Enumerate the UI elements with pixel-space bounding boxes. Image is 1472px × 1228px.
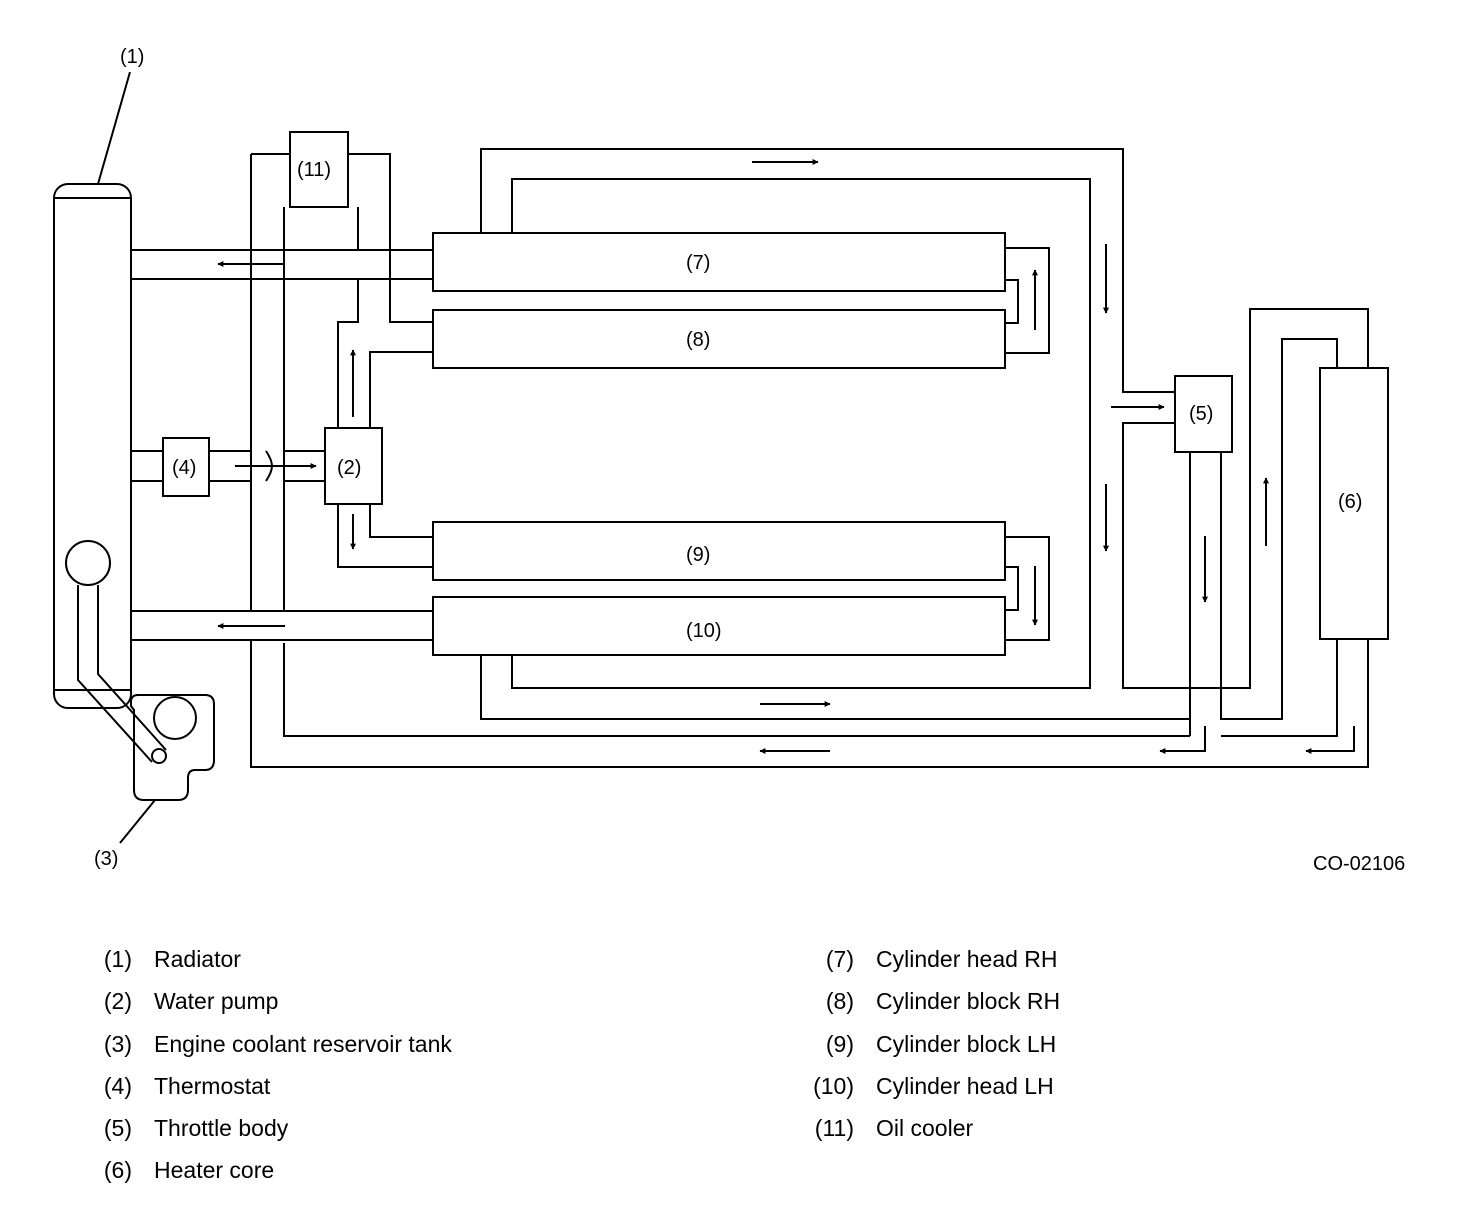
- legend-item: (3) Engine coolant reservoir tank: [98, 1023, 452, 1065]
- legend-label: Engine coolant reservoir tank: [154, 1030, 452, 1057]
- cylinder-block-rh: [432, 309, 1006, 369]
- legend-item: (5) Throttle body: [98, 1107, 452, 1149]
- legend-label: Oil cooler: [876, 1115, 974, 1142]
- oil-cooler: [289, 131, 349, 208]
- legend-number: (6): [103, 1157, 132, 1184]
- legend-item: (10) Cylinder head LH: [800, 1065, 1060, 1107]
- callout-thermostat: (4): [172, 457, 196, 479]
- throttle-body: [1174, 375, 1233, 453]
- legend-number: (7): [825, 946, 854, 972]
- legend-right-column: (7)Cylinder head RH(8)Cylinder block RH(…: [800, 938, 1060, 1149]
- legend-item: (8) Cylinder block RH: [800, 980, 1060, 1022]
- cylinder-head-lh: [432, 596, 1006, 656]
- legend-number: (2): [103, 988, 132, 1015]
- radiator: [53, 183, 132, 709]
- callout-labels: (1) (2) (3) (4) (5) (6) (7) (8) (9) (10)…: [94, 46, 1405, 875]
- thermostat: [162, 437, 210, 497]
- legend-item: (11) Oil cooler: [800, 1107, 1060, 1149]
- flow-arrows: [217, 159, 1355, 754]
- legend-number: (9): [825, 1030, 854, 1057]
- legend-item: (9) Cylinder block LH: [800, 1023, 1060, 1065]
- leader-line-radiator: [97, 71, 131, 185]
- legend-label: Thermostat: [154, 1072, 271, 1099]
- legend-number: (5): [103, 1115, 132, 1142]
- legend-label: Water pump: [154, 988, 279, 1015]
- callout-cylinder-head-lh: (10): [686, 620, 722, 642]
- legend-item: (7) Cylinder head RH: [800, 938, 1060, 980]
- callout-cylinder-block-rh: (8): [686, 329, 710, 351]
- legend-item: (4) Thermostat: [98, 1065, 452, 1107]
- callout-reservoir-tank: (3): [94, 848, 118, 870]
- flow-arrow: [1159, 726, 1206, 754]
- legend-label: Throttle body: [154, 1115, 289, 1142]
- legend-item: (1) Radiator: [98, 938, 452, 980]
- legend-label: Cylinder head RH: [876, 946, 1058, 972]
- legend-number: (3): [103, 1030, 132, 1057]
- flow-arrow: [1305, 726, 1355, 754]
- legend-label: Heater core: [154, 1157, 275, 1184]
- cylinder-head-rh: [432, 232, 1006, 292]
- callout-water-pump: (2): [337, 457, 361, 479]
- heater-core: [1319, 367, 1389, 640]
- legend-item: (6) Heater core: [98, 1149, 452, 1191]
- legend-label: Radiator: [154, 946, 241, 972]
- callout-oil-cooler: (11): [297, 159, 331, 181]
- legend-number: (8): [825, 988, 854, 1015]
- figure-code: CO-02106: [1313, 853, 1405, 875]
- callout-throttle-body: (5): [1189, 403, 1213, 425]
- legend-label: Cylinder block RH: [876, 988, 1061, 1015]
- legend-left-column: (1) Radiator (2) Water pump (3) Engine coolan…: [98, 938, 452, 1192]
- reservoir-tank: [65, 540, 215, 801]
- legend-number: (1): [103, 946, 132, 972]
- callout-cylinder-block-lh: (9): [686, 544, 710, 566]
- callout-cylinder-head-rh: (7): [686, 252, 710, 274]
- legend-number: (11): [814, 1115, 854, 1142]
- leader-line-reservoir: [119, 799, 156, 844]
- legend-label: Cylinder head LH: [876, 1072, 1054, 1099]
- legend-item: (2) Water pump: [98, 980, 452, 1022]
- legend-label: Cylinder block LH: [876, 1030, 1057, 1057]
- legend-number: (10): [813, 1072, 854, 1099]
- legend-number: (4): [103, 1072, 132, 1099]
- cylinder-block-lh: [432, 521, 1006, 581]
- callout-heater-core: (6): [1338, 491, 1362, 513]
- callout-radiator: (1): [120, 46, 144, 68]
- water-pump: [324, 427, 383, 505]
